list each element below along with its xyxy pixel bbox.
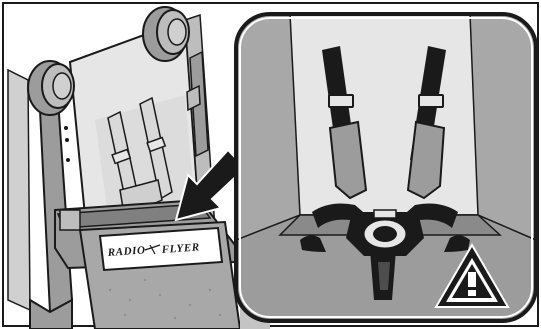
harness-buckle: [346, 210, 424, 256]
left-knob: [28, 61, 74, 115]
brand-label: RADIO FLYER: [100, 228, 222, 270]
harness-detail-inset: [236, 14, 536, 321]
left-frame-post: [40, 100, 72, 312]
